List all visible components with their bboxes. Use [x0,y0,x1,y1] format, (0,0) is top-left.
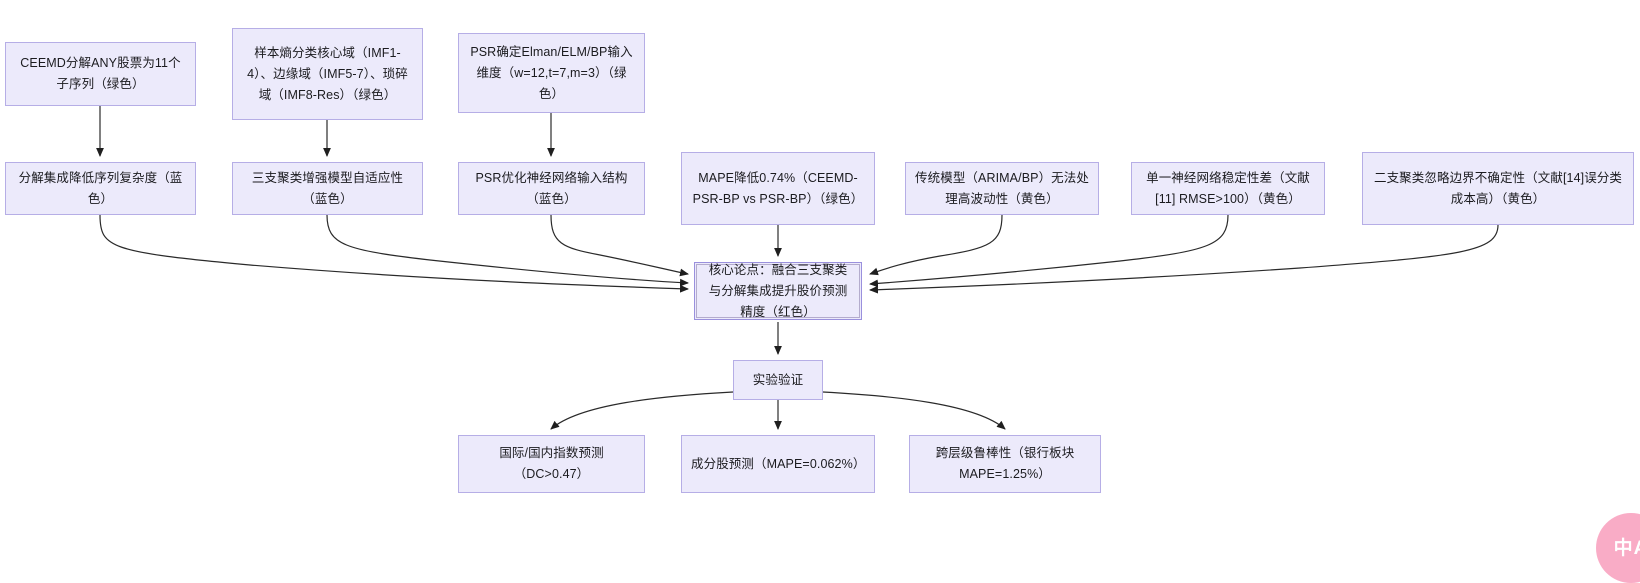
edge-n9-core [869,214,1229,288]
node-label: 传统模型（ARIMA/BP）无法处理高波动性（黄色） [915,170,1089,206]
node-label: 核心论点：融合三支聚类与分解集成提升股价预测精度（红色） [708,262,848,319]
edge-n4-core [99,214,689,293]
edge-n10-core [869,224,1499,294]
node-cross-level-robustness-result[interactable]: 跨层级鲁棒性（银行板块MAPE=1.25%） [909,435,1101,493]
node-label: PSR优化神经网络输入结构（蓝色） [475,170,628,206]
node-core-thesis[interactable]: 核心论点：融合三支聚类与分解集成提升股价预测精度（红色） [694,262,862,320]
watermark-label: 中A [1613,537,1640,559]
node-experimental-validation[interactable]: 实验验证 [733,360,823,400]
node-decomposition-reduces-complexity[interactable]: 分解集成降低序列复杂度（蓝色） [5,162,196,215]
edge-exp-r3 [822,391,1006,430]
node-label: CEEMD分解ANY股票为11个子序列（绿色） [20,56,181,91]
node-label: 三支聚类增强模型自适应性（蓝色） [251,170,404,206]
node-label: 成分股预测（MAPE=0.062%） [691,456,866,471]
node-label: 分解集成降低序列复杂度（蓝色） [18,170,183,206]
edge-n8-core [869,214,1003,276]
watermark-badge: 中A [1596,513,1640,583]
node-constituent-stock-result[interactable]: 成分股预测（MAPE=0.062%） [681,435,875,493]
edge-n6-core [550,214,689,277]
edge-exp-r1 [550,391,734,430]
node-label: 单一神经网络稳定性差（文献[11] RMSE>100）（黄色） [1146,170,1310,206]
node-psr-input-dimension[interactable]: PSR确定Elman/ELM/BP输入维度（w=12,t=7,m=3）（绿色） [458,33,645,113]
node-ceemd-decomposition[interactable]: CEEMD分解ANY股票为11个子序列（绿色） [5,42,196,106]
node-single-network-instability[interactable]: 单一神经网络稳定性差（文献[11] RMSE>100）（黄色） [1131,162,1325,215]
node-two-way-clustering-boundary[interactable]: 二支聚类忽略边界不确定性（文献[14]误分类成本高）（黄色） [1362,152,1634,225]
node-label: MAPE降低0.74%（CEEMD-PSR-BP vs PSR-BP）（绿色） [692,170,864,206]
node-psr-optimizes-network-input[interactable]: PSR优化神经网络输入结构（蓝色） [458,162,645,215]
node-sample-entropy-classification[interactable]: 样本熵分类核心域（IMF1-4）、边缘域（IMF5-7）、琐碎域（IMF8-Re… [232,28,423,120]
node-label: 跨层级鲁棒性（银行板块MAPE=1.25%） [935,446,1075,481]
node-label: PSR确定Elman/ELM/BP输入维度（w=12,t=7,m=3）（绿色） [470,44,633,101]
node-label: 实验验证 [752,372,804,387]
node-label: 二支聚类忽略边界不确定性（文献[14]误分类成本高）（黄色） [1373,170,1623,206]
node-label: 样本熵分类核心域（IMF1-4）、边缘域（IMF5-7）、琐碎域（IMF8-Re… [247,45,408,102]
node-mape-reduction[interactable]: MAPE降低0.74%（CEEMD-PSR-BP vs PSR-BP）（绿色） [681,152,875,225]
node-traditional-models-limitation[interactable]: 传统模型（ARIMA/BP）无法处理高波动性（黄色） [905,162,1099,215]
node-index-forecast-result[interactable]: 国际/国内指数预测（DC>0.47） [458,435,645,493]
node-three-way-clustering-adaptivity[interactable]: 三支聚类增强模型自适应性（蓝色） [232,162,423,215]
edge-n5-core [326,214,689,287]
node-label: 国际/国内指数预测（DC>0.47） [499,446,604,481]
